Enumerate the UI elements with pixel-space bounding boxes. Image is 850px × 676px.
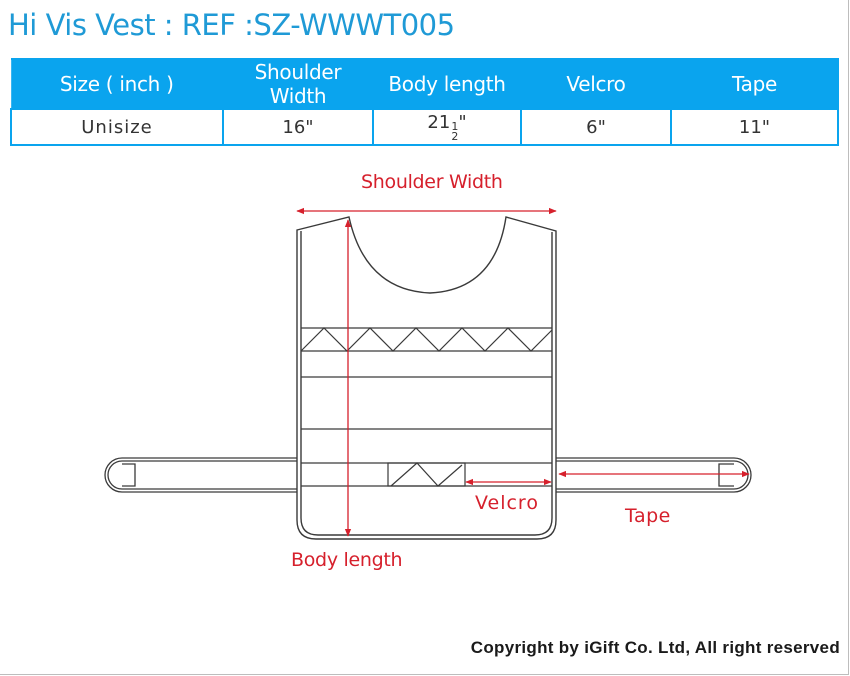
header-velcro: Velcro [520, 58, 672, 110]
velcro-label: Velcro [475, 492, 539, 514]
body-length-whole: 21 [427, 112, 451, 133]
header-tape: Tape [670, 58, 839, 110]
header-size: Size ( inch ) [10, 58, 224, 110]
cell-size: Unisize [10, 108, 224, 146]
vest-body [296, 216, 557, 540]
measurement-lines [296, 207, 750, 537]
fraction-numerator: 1 [451, 120, 459, 133]
page-title: Hi Vis Vest : REF :SZ-WWWT005 [8, 8, 455, 42]
header-body-length: Body length [372, 58, 522, 110]
shoulder-width-label: Shoulder Width [361, 171, 503, 193]
table-header-row: Size ( inch ) Shoulder Width Body length… [10, 58, 839, 110]
header-shoulder-width: Shoulder Width [222, 58, 374, 110]
body-length-unit: " [458, 112, 467, 133]
tape-label: Tape [625, 505, 671, 527]
reflective-bands [300, 327, 553, 487]
cell-shoulder-width: 16" [222, 108, 374, 146]
right-strap [555, 457, 752, 493]
body-length-label: Body length [291, 549, 403, 571]
left-strap [104, 457, 298, 493]
size-table: Size ( inch ) Shoulder Width Body length… [10, 58, 839, 146]
cell-velcro: 6" [520, 108, 672, 146]
copyright-notice: Copyright by iGift Co. Ltd, All right re… [470, 638, 840, 657]
fraction-denominator: 2 [451, 130, 459, 143]
cell-tape: 11" [670, 108, 839, 146]
